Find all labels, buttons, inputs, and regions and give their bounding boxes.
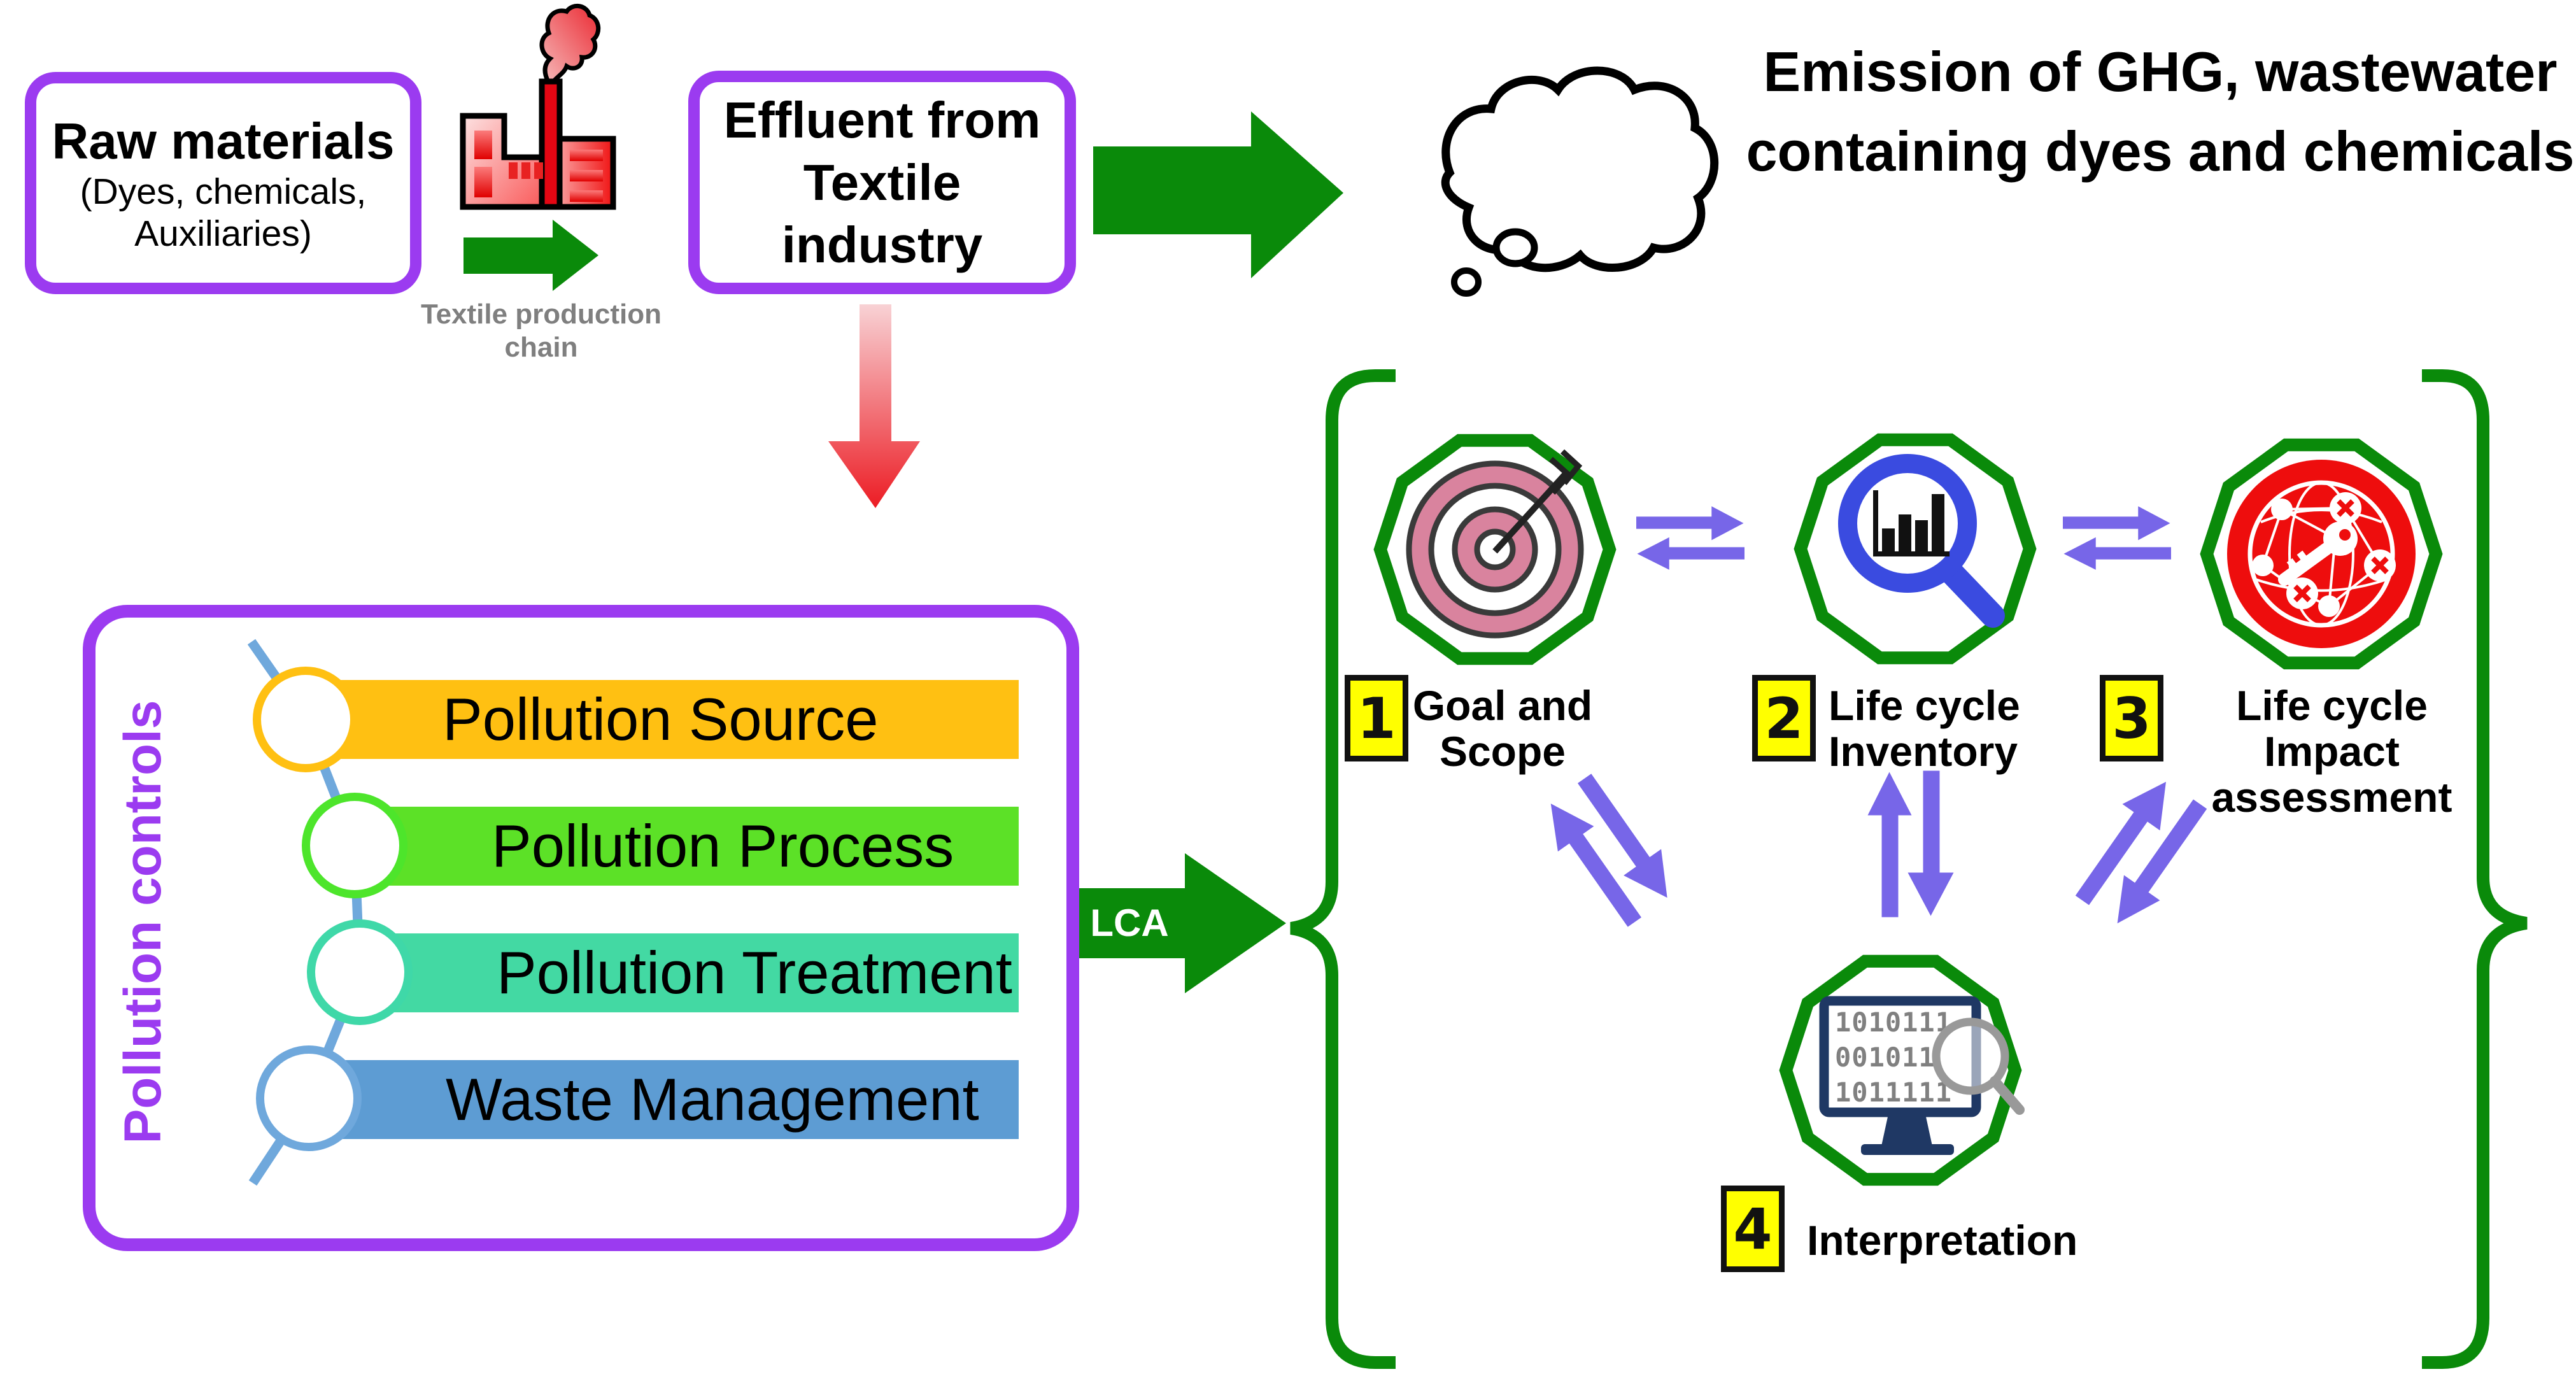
step-label-impact: Life cycle Impact assessment [2174,683,2489,820]
bar-pollution-source: Pollution Source [306,680,1019,759]
bar-pollution-process: Pollution Process [355,807,1019,886]
emission-arrow-icon [1093,111,1343,278]
effluent-line1: Effluent from [723,91,1041,148]
effluent-line2: Textile industry [781,153,983,273]
interpretation-monitor-icon [1779,954,2022,1186]
smoke-icon [539,4,601,85]
raw-materials-box: Raw materials (Dyes, chemicals, Auxiliar… [25,72,421,294]
node-circle-source [253,667,358,772]
double-arrow-1-4-icon [1550,774,1667,927]
red-down-arrow-icon [828,304,920,508]
binary-row-1: 1010111 [1835,1007,1953,1038]
emission-line1: Emission of GHG, wastewater [1763,40,2558,103]
bar-pollution-treatment: Pollution Treatment [360,933,1019,1012]
emission-text: Emission of GHG, wastewater containing d… [1744,32,2576,191]
impact-globe-icon [2200,438,2443,670]
impact-line2: assessment [2211,774,2452,821]
raw-materials-title: Raw materials [52,112,395,169]
double-arrow-1-2-icon [1636,506,1744,570]
factory-icon [460,4,616,210]
double-arrow-2-3-icon [2063,506,2171,570]
step-number-4: 4 [1721,1186,1785,1272]
binary-row-3: 1011111 [1835,1077,1953,1108]
caption-line1: Textile production [420,299,662,330]
step-number-3: 3 [2100,675,2163,761]
x-mark-icon [2286,492,2396,609]
step-label-inventory: Life cycle Inventory [1829,683,2070,774]
raw-materials-subtitle2: Auxiliaries) [134,213,312,254]
double-arrow-2-4-icon [1867,770,1954,917]
raw-materials-subtitle1: (Dyes, chemicals, [80,171,367,212]
bar-waste-management-label: Waste Management [446,1066,979,1133]
step-label-goal-scope: Goal and Scope [1407,683,1598,774]
bar-pollution-source-label: Pollution Source [442,686,879,753]
emission-line2: containing dyes and chemicals [1746,120,2575,183]
monitor-magnifier-icon [1932,1017,2025,1115]
double-arrow-3-4-icon [2075,781,2207,924]
pollution-controls-box [83,605,1079,1251]
inventory-magnifier-icon [1794,433,2037,665]
lca-arrow-icon [1074,853,1286,993]
step-label-interpretation: Interpretation [1807,1217,2078,1264]
inventory-line1: Life cycle [1829,682,2020,729]
production-arrow-icon [464,220,598,291]
lca-arrow-label: LCA [1090,902,1169,944]
node-circle-treatment [307,919,413,1025]
production-chain-caption: Textile production chain [407,298,675,364]
bar-waste-management: Waste Management [309,1060,1019,1139]
goal-scope-line2: Scope [1439,728,1566,775]
key-icon [2278,521,2358,586]
node-circle-waste [256,1045,362,1151]
node-circle-process [302,793,407,898]
thought-cloud-icon [1441,66,1719,297]
effluent-box: Effluent from Textile industry [688,71,1076,294]
inventory-line2: Inventory [1829,728,2018,775]
right-bracket [2422,369,2528,1369]
bar-pollution-process-label: Pollution Process [492,812,954,879]
goal-scope-target-icon [1373,434,1617,665]
binary-row-2: 001011 [1835,1042,1936,1073]
pollution-controls-title: Pollution controls [114,700,172,1144]
impact-line1: Life cycle Impact [2236,682,2428,775]
bar-pollution-treatment-label: Pollution Treatment [497,939,1012,1006]
goal-scope-line1: Goal and [1412,682,1593,729]
caption-line2: chain [504,332,578,363]
step-number-1: 1 [1345,675,1408,761]
monitor-binary-text: 1010111 001011 1011111 [1835,1005,1969,1110]
left-bracket [1290,369,1396,1369]
step-number-2: 2 [1752,675,1816,761]
